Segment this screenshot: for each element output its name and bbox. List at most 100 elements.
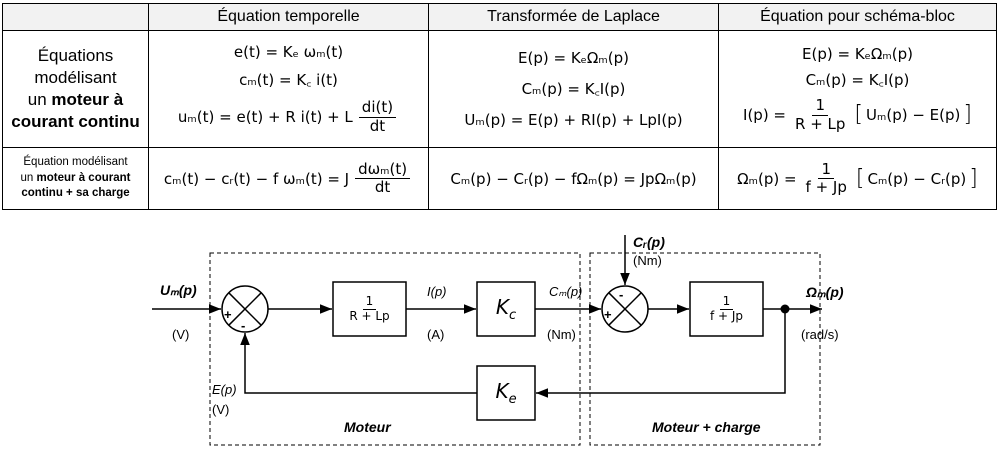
input-voltage-unit: (V) (172, 327, 190, 342)
wire-feedback-to-sum1 (240, 333, 477, 394)
fraction-numerator: 1 (812, 97, 828, 116)
eq-temporal-3: uₘ(t) = e(t) + R i(t) + L di(t)dt (178, 99, 399, 135)
row-label-line: Équation modélisant (23, 156, 128, 169)
bracket-open: [ (855, 165, 865, 191)
cell-laplace-load: Cₘ(p) − Cᵣ(p) − fΩₘ(p) = JpΩₘ(p) (428, 147, 719, 210)
eq-temporal-2: cₘ(t) = K꜀ i(t) (239, 71, 338, 90)
header-temporal: Équation temporelle (148, 3, 429, 31)
eq-rhs: Uₘ(p) − E(p) (866, 106, 961, 124)
fraction-denominator: R + Lp (349, 308, 390, 323)
block-emf-gain: Ke (495, 379, 516, 407)
eq-block-1: E(p) = KₑΩₘ(p) (802, 45, 913, 64)
equations-table: Équation temporelle Transformée de Lapla… (2, 3, 997, 210)
eq-lhs: Ωₘ(p) = (737, 169, 797, 188)
row-label-line: courant continu (3, 111, 148, 133)
row-label-bold: moteur à (51, 90, 124, 109)
group-label-motor: Moteur (344, 419, 391, 435)
table-row-motor: Équations modélisant un moteur à courant… (2, 30, 997, 148)
row-label-motor: Équations modélisant un moteur à courant… (2, 30, 149, 148)
motor-torque-label: Cₘ(p) (549, 284, 583, 299)
row-label-line: modélisant (34, 67, 117, 87)
row-label-text: un (20, 171, 37, 184)
eq-lhs: I(p) = (743, 106, 787, 124)
fraction-numerator: 1 (362, 294, 377, 310)
row-label-line: un moteur à (3, 89, 148, 111)
sum2-plus-sign: + (604, 307, 612, 322)
header-laplace: Transformée de Laplace (428, 3, 719, 31)
sum1-plus-sign: + (224, 307, 232, 322)
fraction-denominator: dt (374, 178, 391, 196)
diagram-canvas (152, 235, 822, 446)
row-label-line: un moteur à courant (3, 171, 148, 187)
cell-temporal-load: cₘ(t) − cᵣ(t) − f ωₘ(t) = J dωₘ(t)dt (148, 147, 429, 210)
back-emf-unit: (V) (212, 402, 230, 417)
fraction-denominator: f + Jp (805, 178, 847, 196)
fraction-numerator: di(t) (358, 99, 397, 118)
row-label-bold: moteur à courant (36, 171, 131, 184)
table-header-row: Équation temporelle Transformée de Lapla… (2, 3, 997, 31)
group-label-motor-load: Moteur + charge (652, 419, 761, 435)
fraction-numerator: 1 (818, 160, 834, 179)
fraction-numerator: 1 (719, 294, 734, 310)
current-label: I(p) (427, 284, 447, 299)
load-torque-unit: (Nm) (633, 253, 662, 268)
row-label-bold: courant continu (11, 112, 140, 132)
eq-block-2: Cₘ(p) = K꜀I(p) (805, 71, 910, 90)
block-emf-constant-content: Ke (477, 366, 535, 420)
fraction: dωₘ(t)dt (355, 160, 411, 197)
eq-lhs: cₘ(t) − cᵣ(t) − f ωₘ(t) = J (163, 169, 350, 188)
fraction-denominator: dt (369, 116, 386, 135)
header-block: Équation pour schéma-bloc (718, 3, 997, 31)
row-label-bold: continu + sa charge (21, 187, 130, 200)
row-label-motor-load: Équation modélisant un moteur à courant … (2, 147, 149, 210)
block-emf-constant (476, 365, 536, 421)
fraction: di(t)dt (358, 99, 397, 135)
eq-laplace-2: Cₘ(p) = K꜀I(p) (521, 80, 626, 98)
motor-torque-unit: (Nm) (547, 327, 576, 342)
block-torque-constant (476, 281, 536, 337)
current-unit: (A) (427, 327, 445, 342)
bracket-close: ] (963, 102, 972, 127)
block-torque-constant-content: Kc (477, 282, 535, 336)
bracket-close: ] (969, 165, 978, 191)
load-torque-label: Cᵣ(p) (633, 234, 665, 250)
row-label-line: continu + sa charge (3, 186, 148, 202)
table-row-motor-load: Équation modélisant un moteur à courant … (2, 147, 997, 210)
block-torque-gain: Kc (496, 295, 516, 323)
fraction-denominator: f + Jp (709, 308, 744, 323)
gain-symbol: K (495, 379, 509, 403)
eq-temporal-4: cₘ(t) − cᵣ(t) − f ωₘ(t) = J dωₘ(t)dt (163, 160, 413, 197)
sum2-minus-sign: - (619, 287, 624, 302)
eq-laplace-1: E(p) = KₑΩₘ(p) (518, 49, 629, 67)
gain-subscript: c (508, 308, 517, 323)
gain-subscript: e (508, 392, 517, 407)
summing-junction-1 (221, 285, 269, 333)
eq-lhs: uₘ(t) = e(t) + R i(t) + L (177, 108, 353, 126)
fraction-numerator: dωₘ(t) (355, 160, 411, 179)
row-label-text: un (27, 90, 52, 109)
output-speed-label: Ωₘ(p) (806, 284, 844, 300)
output-speed-unit: (rad/s) (801, 327, 839, 342)
back-emf-label: E(p) (212, 382, 237, 397)
eq-laplace-3: Uₘ(p) = E(p) + RI(p) + LpI(p) (464, 111, 683, 129)
gain-symbol: K (495, 295, 509, 319)
wire-feedback-to-block4 (536, 309, 786, 398)
cell-laplace-motor: E(p) = KₑΩₘ(p) Cₘ(p) = K꜀I(p) Uₘ(p) = E(… (428, 30, 719, 148)
sum1-minus-sign: - (241, 318, 246, 333)
eq-laplace-4: Cₘ(p) − Cᵣ(p) − fΩₘ(p) = JpΩₘ(p) (450, 170, 697, 188)
eq-rhs: Cₘ(p) − Cᵣ(p) (867, 169, 967, 188)
input-voltage-label: Uₘ(p) (160, 282, 197, 298)
cell-temporal-motor: e(t) = Kₑ ωₘ(t) cₘ(t) = K꜀ i(t) uₘ(t) = … (148, 30, 429, 148)
eq-temporal-1: e(t) = Kₑ ωₘ(t) (233, 43, 344, 62)
